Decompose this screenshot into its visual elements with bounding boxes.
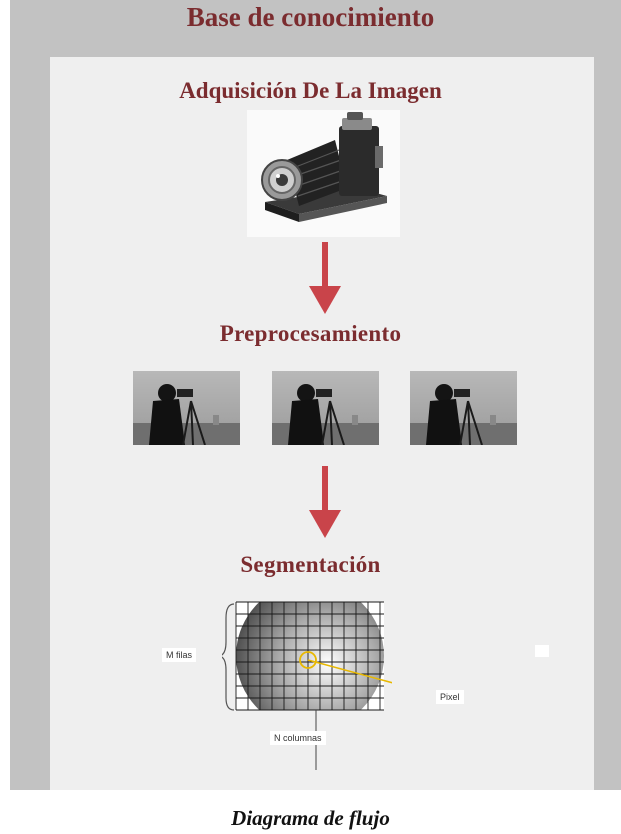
pixel-label: Pixel [436, 690, 464, 704]
arrow-down-icon [309, 242, 341, 314]
figure-caption: Diagrama de flujo [231, 806, 390, 830]
cameraman-image-3 [410, 371, 517, 445]
arrow-down-icon [309, 466, 341, 538]
columns-label: N columnas [270, 731, 326, 745]
camera-icon [247, 110, 400, 237]
rows-label: M filas [162, 648, 197, 662]
step-acquisition-label: Adquisición De La Imagen [179, 78, 442, 103]
pixel-grid-icon [222, 601, 392, 770]
cameraman-image-1 [133, 371, 240, 445]
step-preprocessing-label: Preprocesamiento [219, 321, 402, 346]
blank-box [535, 645, 549, 657]
step-segmentation-label: Segmentación [240, 552, 381, 577]
cameraman-image-2 [272, 371, 379, 445]
page-title: Base de conocimiento [186, 2, 435, 32]
